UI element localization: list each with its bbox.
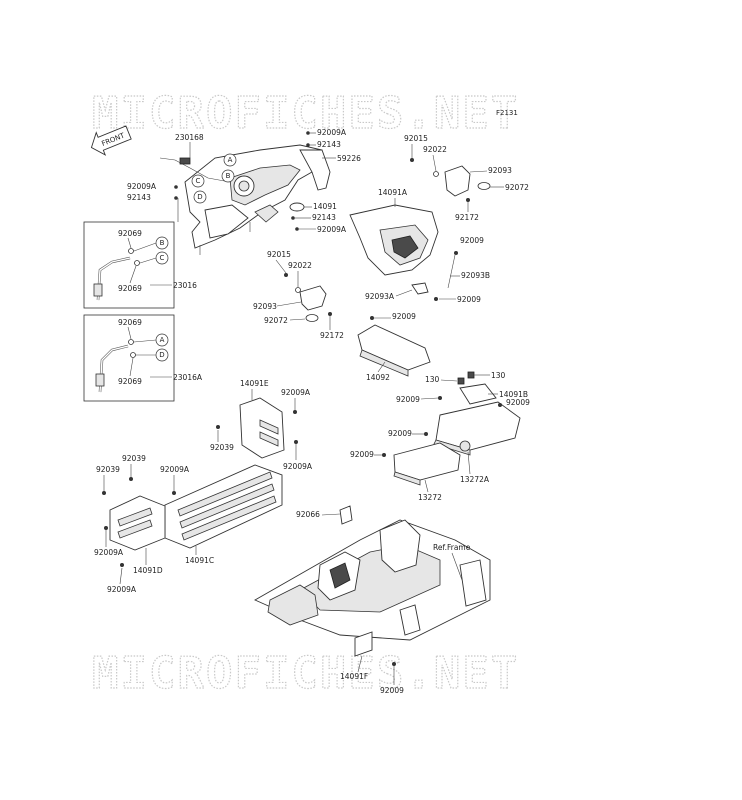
label-92069-inset2-top: 92069: [118, 318, 142, 327]
label-92009A-left-c: 92009A: [107, 585, 137, 594]
svg-text:A: A: [228, 156, 233, 164]
label-92172-top: 92172: [455, 213, 479, 222]
label-92069-inset1-top: 92069: [118, 229, 142, 238]
callout-A: A: [223, 153, 237, 167]
label-92072-center: 92072: [264, 316, 288, 325]
callout-B-inset: B: [155, 236, 169, 250]
label-14092: 14092: [366, 373, 390, 382]
label-92009-right-b: 92009: [457, 295, 481, 304]
label-92015-top: 92015: [404, 134, 428, 143]
svg-text:C: C: [160, 254, 165, 262]
label-92066: 92066: [296, 510, 320, 519]
svg-text:C: C: [196, 177, 201, 185]
label-92009A-left-a: 92009A: [160, 465, 190, 474]
svg-text:A: A: [160, 336, 165, 344]
label-92143-mid: 92143: [312, 213, 336, 222]
label-14091: 14091: [313, 202, 337, 211]
panel-14092: [357, 316, 431, 377]
label-92143-top: 92143: [317, 140, 341, 149]
label-59226: 59226: [337, 154, 361, 163]
wire-harness-59226: [159, 157, 231, 183]
label-14091E: 14091E: [240, 379, 269, 388]
callout-C-inset: C: [155, 251, 169, 265]
label-92022-top: 92022: [423, 145, 447, 154]
label-92093B: 92093B: [461, 271, 490, 280]
label-92172-center: 92172: [320, 331, 344, 340]
watermark-bottom: MICROFICHES.NET: [92, 648, 519, 699]
svg-text:B: B: [160, 239, 165, 247]
label-13272: 13272: [418, 493, 442, 502]
label-92009-right-d: 92009: [506, 398, 530, 407]
label-92009A-left-b: 92009A: [94, 548, 124, 557]
label-92093-top: 92093: [488, 166, 512, 175]
floor-panels-right: [382, 371, 521, 486]
label-92039-left-a: 92039: [122, 454, 146, 463]
callout-D-inset: D: [155, 348, 169, 362]
bracket-upper-right: [410, 158, 491, 202]
label-92009-14092: 92009: [392, 312, 416, 321]
inset-box-23016: [83, 221, 175, 309]
label-92009A-left: 92009A: [127, 182, 157, 191]
watermark-top: MICROFICHES.NET: [92, 88, 519, 139]
label-92069-inset1-bottom: 92069: [118, 284, 142, 293]
label-14091A: 14091A: [378, 188, 408, 197]
inset-box-23016A: [83, 314, 175, 402]
label-230168: 230168: [175, 133, 204, 142]
figure-code: F2131: [496, 109, 518, 117]
label-92009-frame: 92009: [380, 686, 404, 695]
callout-A-inset: A: [155, 333, 169, 347]
label-92009A-top: 92009A: [317, 128, 347, 137]
label-14091F: 14091F: [340, 672, 368, 681]
label-14091B: 14091B: [499, 390, 528, 399]
svg-text:D: D: [159, 351, 164, 359]
label-92069-inset2-bottom: 92069: [118, 377, 142, 386]
label-92093-center: 92093: [253, 302, 277, 311]
label-130-right: 130: [491, 371, 506, 380]
label-92039-guard: 92039: [210, 443, 234, 452]
label-92009A-guard-top: 92009A: [281, 388, 311, 397]
label-23016: 23016: [173, 281, 197, 290]
callout-B: B: [221, 169, 235, 183]
main-frame: [254, 505, 491, 666]
label-92009-right-a: 92009: [460, 236, 484, 245]
bracket-center: [284, 273, 332, 322]
label-92072-top: 92072: [505, 183, 529, 192]
label-92009A-mid: 92009A: [317, 225, 347, 234]
dash-panel-assembly: [184, 144, 331, 255]
label-92022-center: 92022: [288, 261, 312, 270]
guard-assembly-left: [102, 397, 298, 567]
cable-23016A: [95, 339, 136, 393]
label-13272A: 13272A: [460, 475, 490, 484]
label-130-left: 130: [425, 375, 440, 384]
svg-text:D: D: [197, 193, 202, 201]
label-92093A: 92093A: [365, 292, 395, 301]
cover-14091A: [349, 204, 458, 301]
label-92015-center: 92015: [267, 250, 291, 259]
label-14091C: 14091C: [185, 556, 214, 565]
label-92009-right-f: 92009: [350, 450, 374, 459]
cable-23016: [93, 248, 140, 301]
svg-text:B: B: [226, 172, 231, 180]
connector-icon: [179, 157, 191, 165]
label-92039-left-b: 92039: [96, 465, 120, 474]
label-92009-right-c: 92009: [396, 395, 420, 404]
label-92009A-guard-mid: 92009A: [283, 462, 313, 471]
front-arrow-icon: FRONT: [90, 125, 132, 156]
label-92009-right-e: 92009: [388, 429, 412, 438]
label-23016A: 23016A: [173, 373, 203, 382]
callout-C: C: [191, 174, 205, 188]
label-14091D: 14091D: [133, 566, 163, 575]
label-ref-frame: Ref.Frame: [433, 543, 471, 552]
callout-D: D: [193, 190, 207, 204]
label-92143-left: 92143: [127, 193, 151, 202]
